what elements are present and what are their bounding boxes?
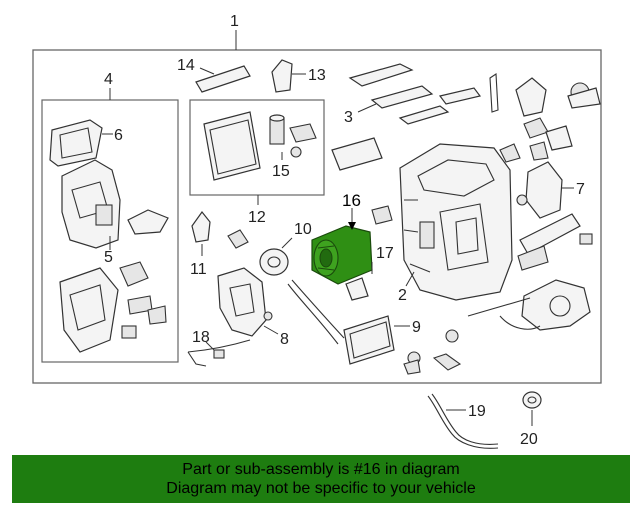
- callout-1: 1: [230, 13, 239, 30]
- part-5-lower-duct[interactable]: [59, 261, 167, 353]
- callout-2: 2: [398, 287, 407, 304]
- callout-6: 6: [114, 127, 123, 144]
- callout-19: 19: [468, 403, 486, 420]
- part-blend-motor[interactable]: [499, 279, 591, 331]
- part-13-bracket[interactable]: [271, 59, 293, 93]
- part-7-duct[interactable]: [516, 161, 563, 219]
- part-9-heater-core[interactable]: [287, 279, 395, 365]
- part-6-filter-frame[interactable]: [49, 119, 103, 167]
- part-19-drain-hose[interactable]: [427, 393, 499, 449]
- callout-9: 9: [412, 319, 421, 336]
- part-11-clips[interactable]: [191, 211, 249, 249]
- part-3-mode-doors[interactable]: [348, 63, 499, 125]
- callout-20: 20: [520, 431, 538, 448]
- callout-18: 18: [192, 329, 210, 346]
- part-10-fan-wheel[interactable]: [259, 248, 289, 276]
- callout-14: 14: [177, 57, 195, 74]
- callout-12: 12: [248, 209, 266, 226]
- callout-10: 10: [294, 221, 312, 238]
- subgroup-12-box: [189, 99, 325, 196]
- part-vent-grille[interactable]: [517, 213, 593, 271]
- part-16-blower-motor[interactable]: [311, 225, 373, 285]
- callout-16: 16: [342, 191, 361, 210]
- banner-line-2: Diagram may not be specific to your vehi…: [166, 480, 476, 497]
- callout-4: 4: [104, 71, 113, 88]
- part-14-seal-strip[interactable]: [195, 65, 251, 93]
- callout-8: 8: [280, 331, 289, 348]
- info-banner: Part or sub-assembly is #16 in diagram D…: [12, 455, 630, 503]
- callout-13: 13: [308, 67, 326, 84]
- callout-15: 15: [272, 163, 290, 180]
- part-15-expansion-valve[interactable]: [269, 114, 317, 158]
- parts-diagram: 1 4 6 5 14 13: [32, 13, 602, 449]
- part-2-heater-case[interactable]: [399, 143, 513, 301]
- part-grommets[interactable]: [403, 329, 462, 375]
- part-17-resistor[interactable]: [345, 205, 393, 301]
- callout-17: 17: [376, 245, 394, 262]
- callout-5: 5: [104, 249, 113, 266]
- part-20-grommet[interactable]: [522, 391, 542, 409]
- callout-11: 11: [190, 261, 207, 278]
- banner-line-1: Part or sub-assembly is #16 in diagram: [182, 461, 460, 478]
- part-8-lower-case[interactable]: [217, 267, 273, 337]
- callout-3: 3: [344, 109, 353, 126]
- callout-7: 7: [576, 181, 585, 198]
- part-5-intake-housing[interactable]: [61, 159, 169, 249]
- part-actuators[interactable]: [499, 77, 601, 163]
- part-18-sensor-harness[interactable]: [187, 339, 251, 367]
- part-rod[interactable]: [467, 297, 531, 317]
- part-12-evaporator[interactable]: [203, 111, 261, 181]
- part-3-foam-panel[interactable]: [331, 137, 383, 171]
